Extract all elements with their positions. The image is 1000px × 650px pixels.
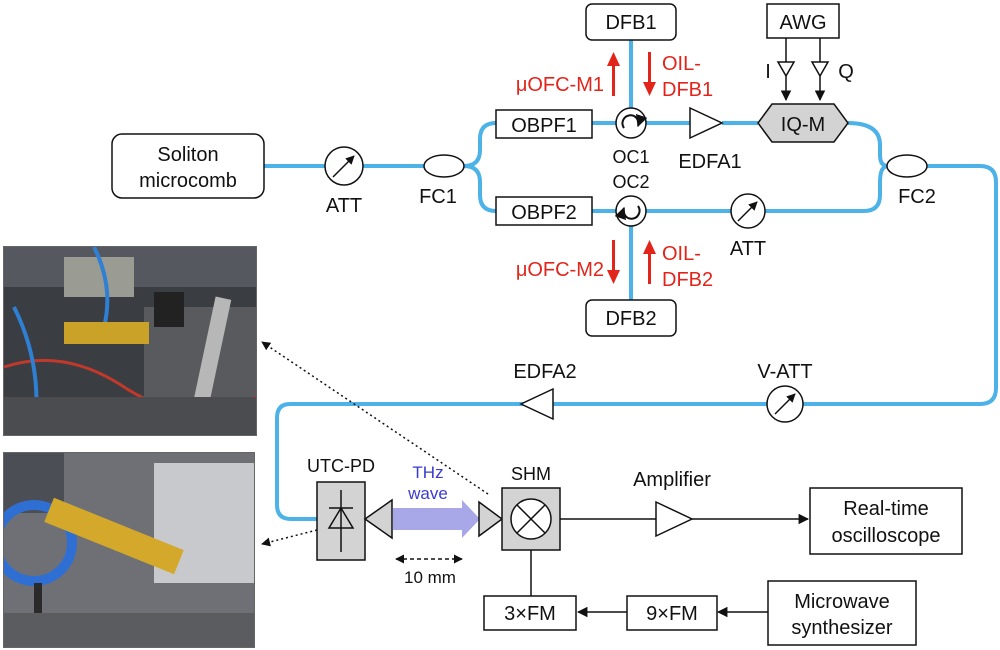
edfa1-amplifier: EDFA1 [678, 106, 742, 173]
svg-text:wave: wave [407, 484, 448, 503]
svg-text:FC1: FC1 [419, 186, 457, 208]
fc2-coupler: FC2 [886, 154, 936, 208]
i-label: I [765, 61, 771, 83]
svg-text:Soliton: Soliton [157, 144, 218, 166]
distance-marker: 10 mm [395, 554, 463, 587]
oil-dfb1-label-line2: DFB1 [662, 79, 713, 101]
awg-iq-drive [776, 38, 830, 102]
v-att-attenuator: V-ATT [757, 361, 813, 423]
fm9-multiplier: 9×FM [626, 595, 718, 631]
svg-text:UTC-PD: UTC-PD [307, 456, 375, 476]
svg-text:OBPF2: OBPF2 [511, 202, 577, 224]
dfb1-box: DFB1 [585, 3, 677, 41]
svg-text:oscilloscope: oscilloscope [832, 525, 941, 547]
oil-dfb2-label-line1: OIL- [662, 243, 701, 265]
q-label: Q [838, 61, 854, 83]
svg-text:ATT: ATT [326, 195, 362, 217]
svg-text:EDFA2: EDFA2 [513, 361, 576, 383]
svg-text:OC1: OC1 [612, 147, 649, 167]
if-amplifier: Amplifier [633, 469, 711, 538]
svg-text:10 mm: 10 mm [404, 568, 456, 587]
svg-text:FC2: FC2 [898, 186, 936, 208]
svg-text:Amplifier: Amplifier [633, 469, 711, 491]
att-attenuator-2: ATT [730, 193, 766, 260]
thz-wave-beam: THz wave [393, 463, 480, 538]
awg-box: AWG [766, 3, 840, 39]
att-attenuator-1: ATT [324, 146, 364, 217]
svg-text:9×FM: 9×FM [646, 603, 698, 625]
photo-callouts [261, 341, 489, 547]
edfa2-amplifier: EDFA2 [513, 361, 577, 421]
dfb2-box: DFB2 [585, 299, 677, 337]
svg-text:OC2: OC2 [612, 172, 649, 192]
svg-text:OBPF1: OBPF1 [511, 115, 577, 137]
uofc-m1-label: μOFC-M1 [516, 74, 604, 96]
iq-m-modulator: IQ-M [757, 103, 849, 143]
oc2-circulator: OC2 [612, 172, 650, 227]
svg-text:DFB1: DFB1 [605, 12, 656, 34]
svg-text:Real-time: Real-time [843, 498, 929, 520]
obpf1-box: OBPF1 [495, 109, 593, 139]
svg-text:THz: THz [412, 463, 443, 482]
svg-text:microcomb: microcomb [139, 170, 237, 192]
oil-dfb2-label-line2: DFB2 [662, 269, 713, 291]
microwave-synthesizer-box: Microwave synthesizer [767, 580, 917, 646]
lab-photo-bottom [3, 452, 255, 648]
oc1-circulator: OC1 [612, 107, 650, 167]
svg-text:AWG: AWG [779, 12, 826, 34]
soliton-microcomb-box: Soliton microcomb [111, 133, 265, 199]
red-arrows [607, 52, 656, 284]
svg-text:3×FM: 3×FM [504, 603, 556, 625]
oil-dfb1-label-line1: OIL- [662, 53, 701, 75]
lo-chain [530, 550, 768, 618]
svg-text:IQ-M: IQ-M [781, 114, 825, 136]
svg-text:ATT: ATT [730, 238, 766, 260]
svg-text:Microwave: Microwave [794, 591, 890, 613]
svg-text:synthesizer: synthesizer [791, 617, 892, 639]
fm3-multiplier: 3×FM [483, 595, 577, 631]
lab-photo-top [3, 246, 257, 436]
svg-text:SHM: SHM [511, 464, 551, 484]
uofc-m2-label: μOFC-M2 [516, 259, 604, 281]
obpf2-box: OBPF2 [495, 196, 593, 226]
utc-pd-photodiode: UTC-PD [307, 456, 393, 561]
shm-mixer: SHM [478, 464, 561, 551]
svg-text:DFB2: DFB2 [605, 308, 656, 330]
svg-text:EDFA1: EDFA1 [678, 151, 741, 173]
oscilloscope-box: Real-time oscilloscope [809, 487, 963, 555]
svg-text:V-ATT: V-ATT [757, 361, 812, 383]
fc1-coupler: FC1 [419, 154, 465, 208]
